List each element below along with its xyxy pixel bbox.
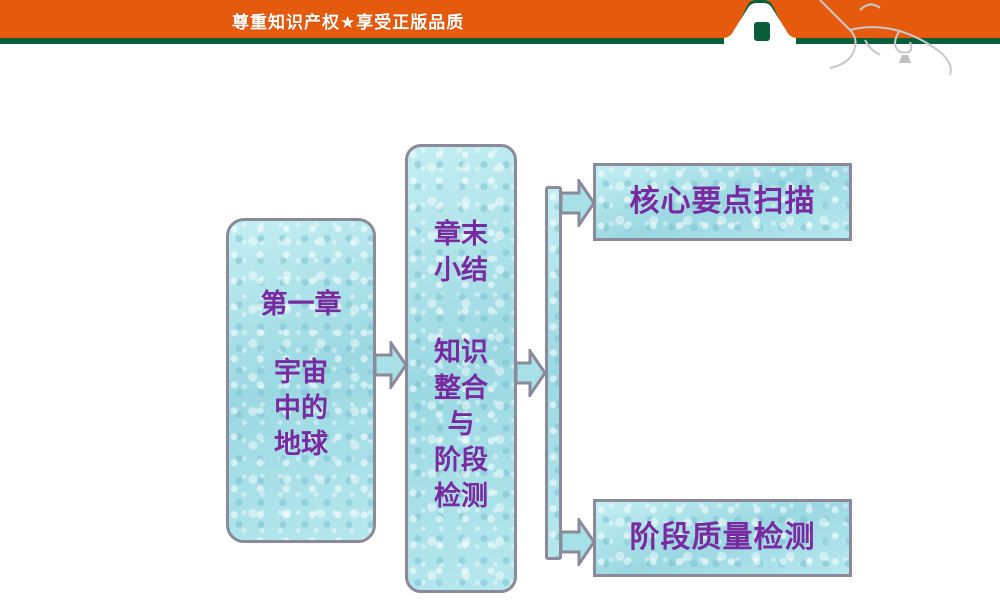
branch-stage-test[interactable]: 阶段质量检测 (593, 499, 852, 577)
summary-line-3: 与 (447, 409, 475, 440)
summary-line-4: 阶段 (434, 445, 488, 476)
chapter-title: 第一章 (260, 289, 342, 320)
arrow-right-icon (514, 349, 547, 397)
house-logo-icon (720, 0, 800, 44)
branch-core-points[interactable]: 核心要点扫描 (593, 163, 852, 241)
branch-stage-test-label: 阶段质量检测 (629, 520, 816, 555)
arrow-right-icon (559, 518, 596, 566)
summary-line-1: 知识 (434, 337, 488, 368)
chapter-line-2: 中的 (274, 393, 328, 424)
summary-line-5: 检测 (434, 481, 488, 512)
summary-title-2: 小结 (434, 255, 488, 286)
arrow-right-icon (559, 179, 596, 227)
arrow-right-icon (373, 341, 408, 389)
summary-title-1: 章末 (434, 219, 488, 250)
chapter-line-1: 宇宙 (274, 357, 328, 388)
decorative-swirl-icon (819, 0, 952, 76)
header-banner: 尊重知识产权★享受正版品质 (0, 0, 1000, 38)
summary-line-2: 整合 (434, 373, 488, 404)
chapter-node[interactable]: 第一章 宇宙 中的 地球 (226, 218, 376, 543)
summary-node[interactable]: 章末 小结 知识 整合 与 阶段 检测 (405, 144, 517, 593)
branch-connector-bar (545, 186, 562, 560)
branch-core-points-label: 核心要点扫描 (629, 184, 816, 219)
chapter-line-3: 地球 (274, 429, 328, 460)
banner-divider (0, 38, 1000, 44)
banner-slogan: 尊重知识产权★享受正版品质 (232, 13, 465, 33)
